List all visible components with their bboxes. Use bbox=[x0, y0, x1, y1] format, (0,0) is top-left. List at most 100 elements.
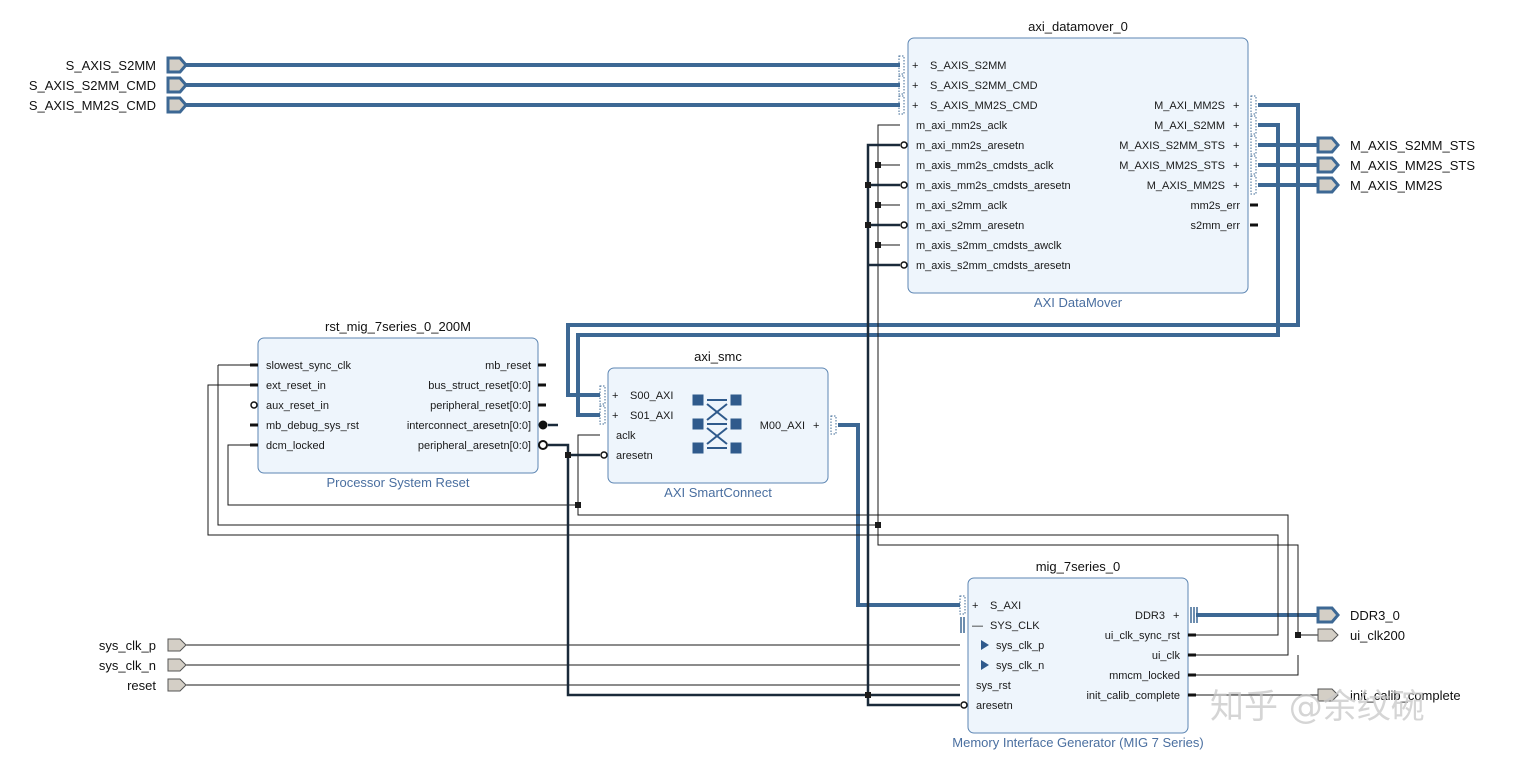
plus-icon[interactable]: + bbox=[972, 600, 978, 612]
block-mig-7series[interactable]: mig_7series_0 Memory Interface Generator… bbox=[952, 559, 1203, 750]
right-pins: DDR3 + ui_clk_sync_rst ui_clk mmcm_locke… bbox=[1086, 607, 1198, 702]
external-port-sys_clk_p[interactable]: sys_clk_p bbox=[99, 638, 187, 653]
bus-pin-S_AXIS_S2MM[interactable]: + S_AXIS_S2MM bbox=[898, 55, 1006, 75]
bus-pin-M_AXI_MM2S[interactable]: M_AXI_MM2S + bbox=[1154, 95, 1257, 115]
pin-label: s2mm_err bbox=[1190, 220, 1240, 232]
block-body[interactable] bbox=[607, 367, 829, 484]
active-low-pin-icon bbox=[960, 701, 968, 709]
external-port-M_AXIS_MM2S_STS[interactable]: M_AXIS_MM2S_STS bbox=[1316, 156, 1475, 174]
bus-pin-S_AXI[interactable]: + S_AXI bbox=[959, 595, 1021, 615]
left-pins: + S_AXIS_S2MM + S_AXIS_S2MM_CMD + S_AXIS… bbox=[898, 55, 1071, 272]
external-port-init_calib_complete[interactable]: init_calib_complete bbox=[1317, 688, 1461, 703]
right-pins: mb_reset bus_struct_reset[0:0] periphera… bbox=[407, 360, 548, 452]
bus-pin-S_AXIS_S2MM_CMD[interactable]: + S_AXIS_S2MM_CMD bbox=[898, 75, 1038, 95]
net-wires bbox=[186, 124, 1318, 696]
pin-label: M_AXI_S2MM bbox=[1154, 120, 1225, 132]
external-port-DDR3_0[interactable]: DDR3_0 bbox=[1316, 606, 1400, 624]
clock-pin-icon bbox=[981, 660, 989, 670]
block-axi-smartconnect[interactable]: axi_smc AXI SmartConnect + S00_AXI + S01… bbox=[599, 349, 837, 500]
pin-label: mmcm_locked bbox=[1109, 670, 1180, 682]
bus-pin-M00_AXI[interactable]: M00_AXI + bbox=[760, 415, 837, 435]
plus-icon[interactable]: + bbox=[612, 410, 618, 422]
pin-label: mb_reset bbox=[485, 360, 531, 372]
pin-label: ui_clk bbox=[1152, 650, 1181, 662]
external-port-M_AXIS_MM2S[interactable]: M_AXIS_MM2S bbox=[1316, 176, 1443, 194]
pin-label: ext_reset_in bbox=[266, 380, 326, 392]
plus-icon[interactable]: + bbox=[912, 100, 918, 112]
plus-icon[interactable]: + bbox=[1233, 160, 1239, 172]
pin-label: mm2s_err bbox=[1190, 200, 1240, 212]
pin-label: M_AXIS_S2MM_STS bbox=[1119, 140, 1225, 152]
block-type-label: Processor System Reset bbox=[326, 475, 469, 490]
plus-icon[interactable]: + bbox=[1233, 140, 1239, 152]
active-low-pin-icon bbox=[900, 141, 908, 149]
external-port-sys_clk_n[interactable]: sys_clk_n bbox=[99, 658, 187, 673]
port-label: init_calib_complete bbox=[1350, 688, 1461, 703]
pin-label: M_AXIS_MM2S bbox=[1147, 180, 1225, 192]
left-pins: + S00_AXI + S01_AXI aclk aresetn bbox=[599, 385, 673, 462]
watermark-text: 知乎 @余纹碗 bbox=[1210, 687, 1425, 727]
bus-pin-M_AXIS_MM2S_STS[interactable]: M_AXIS_MM2S_STS + bbox=[1119, 155, 1257, 175]
bus-pin-SYS_CLK[interactable]: — SYS_CLK bbox=[960, 617, 1040, 633]
plus-icon[interactable]: + bbox=[1173, 610, 1179, 622]
reset-nets bbox=[548, 143, 960, 707]
pin-label: m_axi_s2mm_aresetn bbox=[916, 220, 1024, 232]
port-label: reset bbox=[127, 678, 156, 693]
pin-label: M_AXIS_MM2S_STS bbox=[1119, 160, 1225, 172]
block-instance-name: mig_7series_0 bbox=[1036, 559, 1121, 574]
bus-pin-S00_AXI[interactable]: + S00_AXI bbox=[599, 385, 673, 405]
pin-label: m_axis_s2mm_cmdsts_aresetn bbox=[916, 260, 1071, 272]
pin-label: ui_clk_sync_rst bbox=[1105, 630, 1180, 642]
plus-icon[interactable]: + bbox=[813, 420, 819, 432]
plus-icon[interactable]: + bbox=[1233, 100, 1239, 112]
external-port-S_AXIS_S2MM_CMD[interactable]: S_AXIS_S2MM_CMD bbox=[29, 76, 188, 94]
external-port-S_AXIS_MM2S_CMD[interactable]: S_AXIS_MM2S_CMD bbox=[29, 96, 188, 114]
plus-icon[interactable]: + bbox=[912, 60, 918, 72]
pin-label: aresetn bbox=[616, 450, 653, 462]
block-type-label: Memory Interface Generator (MIG 7 Series… bbox=[952, 735, 1203, 750]
plus-icon[interactable]: + bbox=[612, 390, 618, 402]
active-low-pin-icon bbox=[538, 420, 548, 430]
pin-label: m_axis_mm2s_cmdsts_aresetn bbox=[916, 180, 1071, 192]
bus-pin-M_AXI_S2MM[interactable]: M_AXI_S2MM + bbox=[1154, 115, 1257, 135]
port-label: S_AXIS_MM2S_CMD bbox=[29, 98, 156, 113]
pin-label: interconnect_aresetn[0:0] bbox=[407, 420, 531, 432]
pin-label: S_AXIS_S2MM bbox=[930, 60, 1006, 72]
pin-label: peripheral_reset[0:0] bbox=[430, 400, 531, 412]
external-port-M_AXIS_S2MM_STS[interactable]: M_AXIS_S2MM_STS bbox=[1316, 136, 1475, 154]
bus-pin-M_AXIS_MM2S[interactable]: M_AXIS_MM2S + bbox=[1147, 175, 1257, 195]
external-port-S_AXIS_S2MM[interactable]: S_AXIS_S2MM bbox=[66, 56, 188, 74]
minus-icon[interactable]: — bbox=[972, 620, 983, 632]
pin-label: S_AXIS_S2MM_CMD bbox=[930, 80, 1038, 92]
block-axi-datamover[interactable]: axi_datamover_0 AXI DataMover + S_AXIS_S… bbox=[898, 19, 1258, 310]
external-port-ui_clk200[interactable]: ui_clk200 bbox=[1317, 628, 1405, 643]
bus-pin-DDR3[interactable]: DDR3 + bbox=[1135, 607, 1198, 623]
block-body[interactable] bbox=[907, 37, 1249, 294]
plus-icon[interactable]: + bbox=[1233, 180, 1239, 192]
port-label: M_AXIS_MM2S_STS bbox=[1350, 158, 1475, 173]
block-processor-system-reset[interactable]: rst_mig_7series_0_200M Processor System … bbox=[250, 319, 548, 490]
left-pins: slowest_sync_clk ext_reset_in aux_reset_… bbox=[250, 360, 359, 452]
pin-label: peripheral_aresetn[0:0] bbox=[418, 440, 531, 452]
pin-label: sys_rst bbox=[976, 680, 1011, 692]
plus-icon[interactable]: + bbox=[912, 80, 918, 92]
right-pins: M_AXI_MM2S + M_AXI_S2MM + M_AXIS_S2MM_ST… bbox=[1119, 95, 1258, 232]
pin-label: m_axis_s2mm_cmdsts_awclk bbox=[916, 240, 1062, 252]
port-label: S_AXIS_S2MM bbox=[66, 58, 156, 73]
pin-label: S01_AXI bbox=[630, 410, 673, 422]
net-junctions bbox=[565, 162, 1301, 698]
bus-pin-S_AXIS_MM2S_CMD[interactable]: + S_AXIS_MM2S_CMD bbox=[898, 95, 1038, 115]
pin-label: DDR3 bbox=[1135, 610, 1165, 622]
pin-label: slowest_sync_clk bbox=[266, 360, 351, 372]
bus-pin-S01_AXI[interactable]: + S01_AXI bbox=[599, 405, 673, 425]
bus-pin-M_AXIS_S2MM_STS[interactable]: M_AXIS_S2MM_STS + bbox=[1119, 135, 1257, 155]
pin-label: aclk bbox=[616, 430, 636, 442]
block-instance-name: rst_mig_7series_0_200M bbox=[325, 319, 471, 334]
port-label: sys_clk_n bbox=[99, 658, 156, 673]
clock-pin-icon bbox=[981, 640, 989, 650]
plus-icon[interactable]: + bbox=[1233, 120, 1239, 132]
active-low-pin-icon bbox=[250, 401, 258, 409]
external-port-reset[interactable]: reset bbox=[127, 678, 187, 693]
pin-label: S00_AXI bbox=[630, 390, 673, 402]
